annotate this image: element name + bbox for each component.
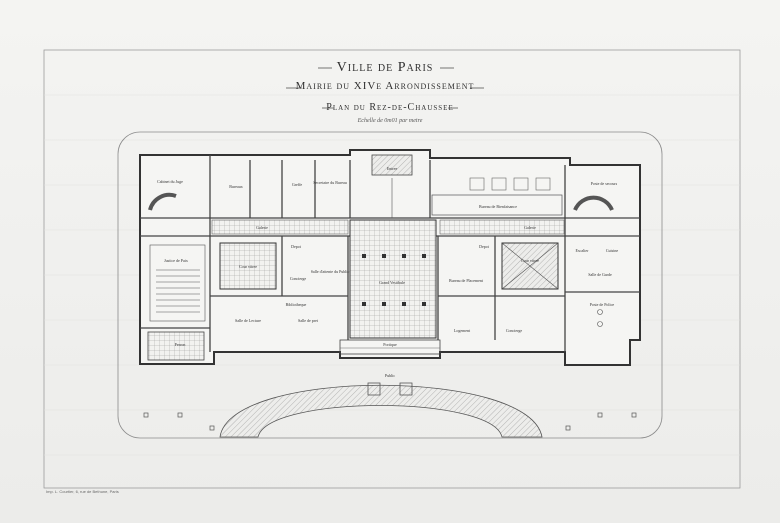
label-salle-attente: Salle d'attente du Public: [311, 269, 350, 274]
label-logement: Logement: [454, 328, 471, 333]
printer-imprint: Imp. L. Courtier, 6, rue de Bethune, Par…: [46, 489, 119, 494]
police-marker-2: [597, 321, 603, 327]
label-public: Public: [385, 373, 395, 378]
title-rules: [286, 67, 484, 109]
label-escalier: Escalier: [576, 248, 590, 253]
label-poste-secours: Poste de secours: [591, 181, 618, 186]
mairie-title: Mairie du XIVe Arrondissement: [295, 80, 475, 92]
forecourt-arc: [219, 384, 543, 438]
label-concierge-right: Concierge: [506, 328, 523, 333]
label-greffe: Greffe: [292, 182, 303, 187]
label-cabinet-juge: Cabinet du Juge: [157, 179, 183, 184]
bureau-desks: [469, 177, 551, 191]
label-salle-lecture: Salle de Lecture: [235, 318, 261, 323]
label-entree: Entree: [387, 166, 398, 171]
plan-title: Plan du Rez-de-Chaussee: [326, 102, 454, 113]
vestibule-columns: [362, 254, 426, 306]
bollards: [143, 412, 637, 431]
forecourt-pedestal-right: [399, 382, 413, 396]
label-cour-vitree-left: Cour vitree: [239, 264, 257, 269]
label-grand-vestibule: Grand Vestibule: [379, 280, 405, 285]
label-salle-pret: Salle de pret: [298, 318, 319, 323]
label-bureaux: Bureaux: [229, 184, 243, 189]
stair-left-lower: [147, 331, 205, 361]
label-depot-left: Depot: [291, 244, 302, 249]
vestibule-floor: [349, 219, 437, 339]
label-cuisine: Cuisine: [606, 248, 618, 253]
outer-frame: [43, 49, 741, 489]
scale-note: Echelle de 0m01 par metre: [357, 118, 423, 124]
label-portique: Portique: [383, 342, 397, 347]
portico: [339, 339, 441, 355]
bureau-counter: [431, 194, 563, 216]
label-justice-paix: Justice de Paix: [164, 258, 188, 263]
city-title: Ville de Paris: [336, 60, 434, 75]
site-outline: [117, 131, 663, 439]
label-bureau-placement: Bureau de Placement: [449, 278, 484, 283]
label-bureau-bienfaisance: Bureau de Bienfaisance: [479, 204, 517, 209]
label-poste-police: Poste de Police: [590, 302, 615, 307]
label-depot-right: Depot: [479, 244, 490, 249]
label-cour-vitree-right: Cour vitree: [521, 258, 539, 263]
court-left: [219, 242, 277, 290]
justice-benches: [149, 244, 206, 322]
label-concierge: Concierge: [290, 276, 307, 281]
room-labels: Cabinet du Juge Bureaux Greffe Secretair…: [157, 166, 618, 378]
gallery-right: [439, 219, 565, 235]
police-marker-1: [597, 309, 603, 315]
label-bibliotheque: Bibliotheque: [286, 302, 307, 307]
label-galerie-right: Galerie: [524, 225, 536, 230]
label-secretaire: Secretaire du Bureau: [313, 180, 347, 185]
gallery-left: [211, 219, 349, 235]
forecourt-pedestal-left: [367, 382, 381, 396]
label-galerie-left: Galerie: [256, 225, 268, 230]
label-perron: Perron: [175, 342, 186, 347]
entrance-steps: [371, 154, 413, 176]
stair-right: [573, 195, 614, 211]
label-salle-garde: Salle de Garde: [588, 272, 612, 277]
stair-left-upper: [148, 192, 177, 211]
